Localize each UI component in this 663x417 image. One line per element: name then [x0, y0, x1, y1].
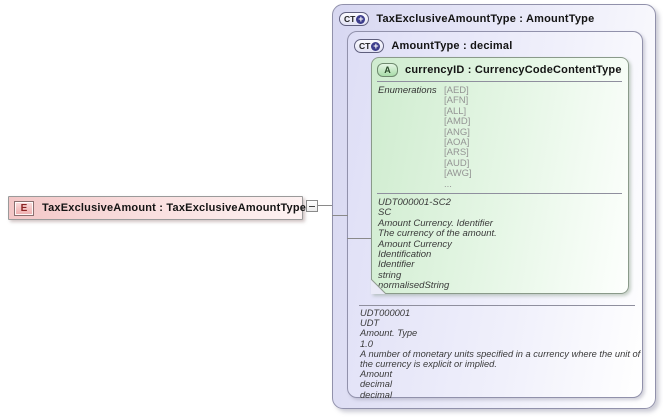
collapse-handle[interactable] [306, 200, 318, 212]
separator [377, 81, 622, 82]
doc-line: string [378, 269, 402, 281]
enumeration-value: ... [444, 178, 452, 190]
complex-type-badge-label: CT [344, 13, 356, 24]
doc-line: decimal [360, 379, 393, 390]
enumeration-value: [AMD] [444, 116, 471, 128]
separator [359, 305, 635, 306]
doc-line: UDT [360, 318, 380, 329]
attribute-header: A currencyID : CurrencyCodeContentType [372, 58, 628, 77]
doc-line: Identification [378, 249, 432, 261]
enumeration-value: [AED] [444, 85, 469, 96]
enumeration-value: [ALL] [444, 105, 467, 117]
doc-line: Amount [360, 369, 393, 380]
enumeration-value: [AFN] [444, 95, 469, 107]
doc-line: UDT000001 [360, 308, 411, 318]
enumeration-value: [AUD] [444, 157, 470, 169]
element-box-taxexclusiveamount[interactable]: E TaxExclusiveAmount : TaxExclusiveAmoun… [8, 196, 307, 220]
doc-line: A number of monetary units specified in … [360, 348, 641, 370]
inner-type-header: CT + AmountType : decimal [348, 32, 642, 53]
expand-plus-icon: + [356, 13, 366, 24]
complex-type-badge-label: CT [359, 40, 371, 51]
doc-line: Amount. Type [360, 328, 418, 339]
doc-line: normalisedString [378, 280, 450, 292]
expand-plus-icon: + [371, 40, 381, 51]
separator [377, 193, 622, 194]
attribute-badge: A [377, 63, 398, 77]
doc-line: SC [378, 207, 392, 219]
doc-line: 1.0 [360, 338, 373, 349]
inner-type-title: AmountType : decimal [391, 40, 513, 52]
enumerations-section: Enumerations [AED][AFN][ALL][AMD][ANG][A… [378, 85, 625, 190]
connector-line-outer-inner [332, 215, 348, 216]
complex-type-badge[interactable]: CT + [354, 39, 385, 53]
outer-type-header: CT + TaxExclusiveAmountType : AmountType [333, 5, 655, 26]
enumerations-list: [AED][AFN][ALL][AMD][ANG][AOA][ARS][AUD]… [444, 85, 472, 190]
minus-icon [309, 205, 315, 207]
connector-line-inner-attr [347, 238, 371, 239]
doc-line: Identifier [378, 259, 415, 271]
folded-corner [371, 279, 386, 294]
attribute-box-currencyid: A currencyID : CurrencyCodeContentType E… [371, 57, 629, 294]
doc-line: UDT000001-SC2 [378, 197, 451, 208]
enumeration-value: [AWG] [444, 168, 472, 180]
complex-type-box-amounttype: CT + AmountType : decimal A currencyID :… [347, 31, 644, 400]
doc-line: decimal [360, 389, 393, 400]
enumeration-value: [AOA] [444, 137, 470, 149]
enumerations-label: Enumerations [378, 85, 437, 96]
complex-type-badge[interactable]: CT + [339, 12, 370, 26]
outer-type-title: TaxExclusiveAmountType : AmountType [376, 13, 595, 25]
enumeration-value: [ARS] [444, 147, 469, 159]
element-badge: E [14, 200, 34, 216]
element-label: TaxExclusiveAmount : TaxExclusiveAmountT… [42, 202, 307, 214]
doc-line: Amount Currency. Identifier [378, 217, 493, 229]
doc-line: Amount Currency [378, 238, 452, 250]
attribute-title: currencyID : CurrencyCodeContentType [405, 64, 622, 76]
doc-line: The currency of the amount. [378, 228, 497, 240]
enumeration-value: [ANG] [444, 126, 470, 138]
connector-line-element [318, 205, 332, 206]
complex-type-box-taxexclusiveamounttype: CT + TaxExclusiveAmountType : AmountType… [332, 4, 656, 409]
